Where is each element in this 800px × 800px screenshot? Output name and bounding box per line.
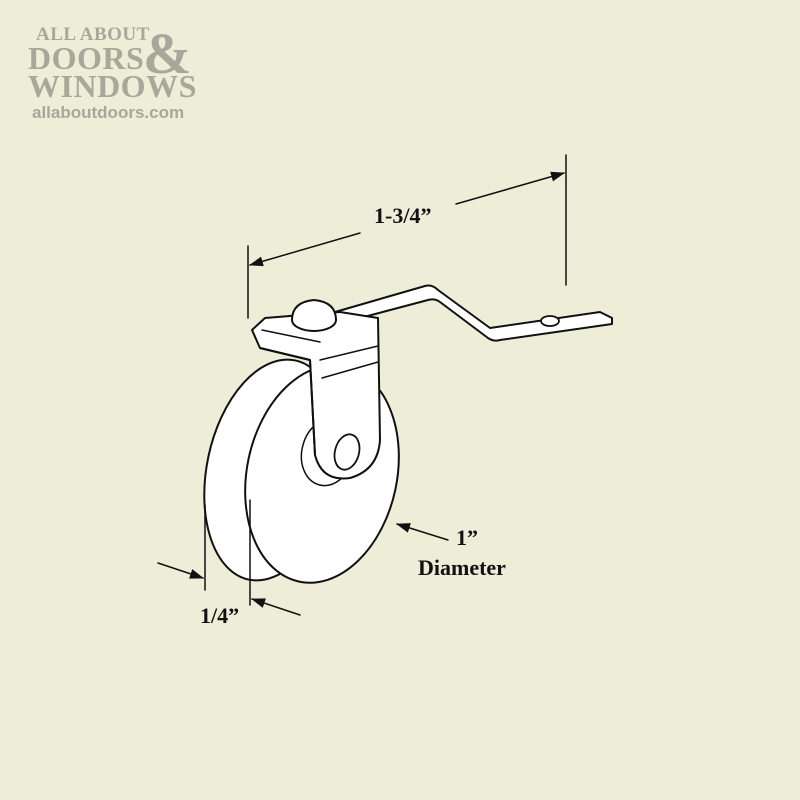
logo-url: allaboutdoors.com [32,103,185,122]
axle-rivet [333,433,361,471]
dimension-label-diameter-value: 1” [456,525,478,550]
dimension-arrow-left [249,232,361,267]
bracket-fork [251,311,381,480]
bracket-arm [334,284,613,342]
dimension-label-width: 1/4” [200,603,240,628]
diameter-arrow [396,523,449,541]
logo-ampersand: & [143,21,192,86]
width-arrow-right [251,598,301,616]
mounting-hole [540,315,560,327]
logo-line-all-about: ALL ABOUT [36,24,150,45]
dimension-label-diameter-text: Diameter [418,555,506,580]
width-arrow-left [157,562,204,579]
dimension-label-length: 1-3/4” [374,203,432,228]
dimension-arrow-right [455,171,565,205]
logo-line-windows: WINDOWS [28,68,197,104]
logo-line-doors: DOORS [28,40,145,76]
